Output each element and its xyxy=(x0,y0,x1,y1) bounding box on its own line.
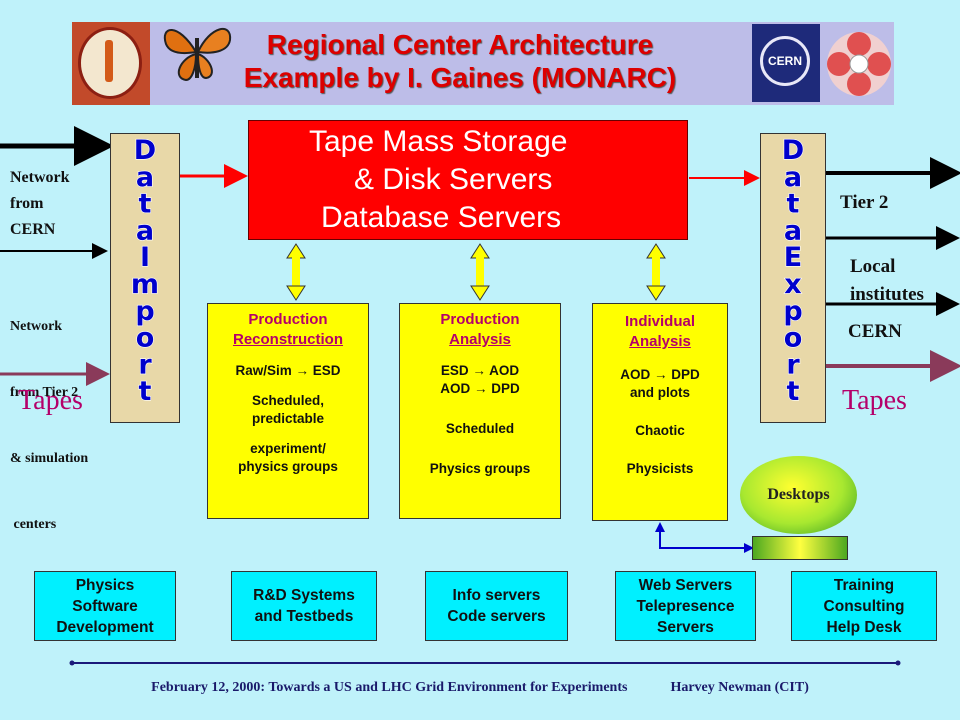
box-text: experiment/ xyxy=(250,441,326,456)
storage-individual-double-arrow xyxy=(646,243,666,301)
production-analysis-box: Production Analysis ESD → AOD AOD → DPD … xyxy=(399,303,561,519)
tier2-label: Tier 2 xyxy=(840,192,889,213)
footer: February 12, 2000: Towards a US and LHC … xyxy=(0,680,960,696)
rd-systems-box: R&D Systems and Testbeds xyxy=(231,571,377,641)
service-line: Help Desk xyxy=(826,618,902,636)
network-from-tier2-label: Network from Tier 2 & simulation centers xyxy=(10,272,88,558)
tape-mass-storage-box: Tape Mass Storage & Disk Servers Databas… xyxy=(248,120,688,240)
box-heading: Individual xyxy=(624,313,695,330)
local-institutes-label: Local institutes xyxy=(850,253,924,309)
service-line: Consulting xyxy=(823,597,905,615)
service-line: Physics xyxy=(75,576,135,594)
lhc-detector-logo xyxy=(827,32,891,96)
service-line: Web Servers xyxy=(638,576,733,594)
physics-software-box: Physics Software Development xyxy=(34,571,176,641)
desktops-bar xyxy=(752,536,848,560)
service-line: Telepresence xyxy=(636,597,735,615)
box-text: Scheduled xyxy=(445,421,515,436)
storage-line-2: & Disk Servers xyxy=(354,163,553,196)
label-line: institutes xyxy=(850,284,924,305)
box-text: Chaotic xyxy=(635,423,685,438)
training-box: Training Consulting Help Desk xyxy=(791,571,937,641)
tapes-out-label: Tapes xyxy=(842,385,907,416)
box-text: predictable xyxy=(251,411,325,426)
service-line: Code servers xyxy=(447,608,546,625)
label-line: & simulation xyxy=(10,451,89,466)
desktops-connector xyxy=(659,526,752,549)
info-servers-box: Info servers Code servers xyxy=(425,571,568,641)
storage-analysis-double-arrow xyxy=(470,243,490,301)
tapes-in-label: Tapes xyxy=(18,385,83,416)
footer-left: February 12, 2000: Towards a US and LHC … xyxy=(151,680,628,695)
data-import-bar xyxy=(110,133,180,423)
box-heading: Analysis xyxy=(449,331,511,348)
cern-out-label: CERN xyxy=(848,321,902,342)
box-text: physics groups xyxy=(238,459,338,474)
service-line: and Testbeds xyxy=(254,608,354,625)
label-line: centers xyxy=(10,517,57,532)
service-line: Training xyxy=(833,576,895,594)
service-line: Servers xyxy=(657,618,714,636)
box-text: Physicists xyxy=(626,461,694,476)
individual-analysis-box: Individual Analysis AOD → DPD and plots … xyxy=(592,303,728,521)
data-export-bar xyxy=(760,133,826,423)
production-reconstruction-box: Production Reconstruction Raw/Sim → ESD … xyxy=(207,303,369,519)
cern-logo: CERN xyxy=(752,24,820,102)
storage-line-3: Database Servers xyxy=(321,201,562,234)
data-flow-text: AOD → DPD xyxy=(620,367,700,382)
service-line: R&D Systems xyxy=(253,587,355,604)
data-flow-text: and plots xyxy=(630,385,690,400)
box-text: Physics groups xyxy=(429,461,531,476)
label-line: Local xyxy=(850,256,896,277)
caltech-logo xyxy=(72,22,150,105)
butterfly-icon xyxy=(163,28,232,82)
service-line: Software xyxy=(72,597,138,615)
desktops-ellipse: Desktops xyxy=(740,456,857,534)
service-line: Info servers xyxy=(452,587,541,604)
box-heading: Analysis xyxy=(629,333,691,350)
data-flow-text: AOD → DPD xyxy=(440,381,520,396)
label-line: Network xyxy=(10,319,63,334)
data-flow-text: ESD → AOD xyxy=(440,363,520,378)
box-heading: Production xyxy=(248,311,328,328)
label-line: Network xyxy=(10,169,70,186)
storage-reco-double-arrow xyxy=(286,243,306,301)
page-title: Regional Center Architecture Example by … xyxy=(160,28,760,94)
network-from-cern-label: Network from CERN xyxy=(10,165,70,243)
footer-right: Harvey Newman (CIT) xyxy=(670,680,809,695)
label-line: from xyxy=(10,195,44,212)
service-line: Development xyxy=(56,618,154,636)
label-line: from Tier 2 xyxy=(10,385,79,400)
title-line-1: Regional Center Architecture xyxy=(266,29,654,60)
title-line-2: Example by I. Gaines (MONARC) xyxy=(243,62,677,93)
desktops-label: Desktops xyxy=(767,486,830,503)
web-servers-box: Web Servers Telepresence Servers xyxy=(615,571,756,641)
box-heading: Reconstruction xyxy=(232,331,343,348)
label-line: CERN xyxy=(10,221,56,238)
storage-line-1: Tape Mass Storage xyxy=(309,125,568,158)
data-flow-text: Raw/Sim → ESD xyxy=(235,363,341,378)
box-text: Scheduled, xyxy=(251,393,324,408)
box-heading: Production xyxy=(440,311,520,328)
